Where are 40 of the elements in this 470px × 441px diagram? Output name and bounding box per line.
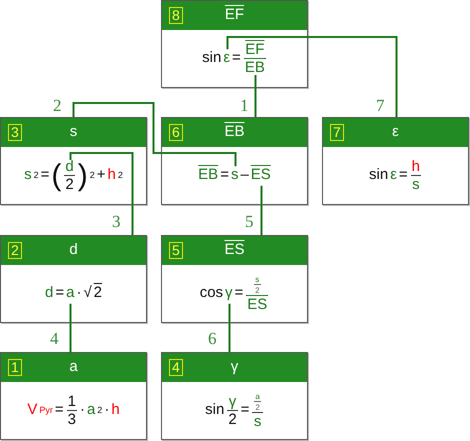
step-number-badge: 7 [330, 124, 344, 141]
edge-label: 2 [53, 97, 62, 115]
step-number-badge: 6 [169, 124, 183, 141]
formula-card [161, 0, 308, 88]
edge-label: 3 [112, 213, 120, 231]
connector-line [70, 304, 72, 352]
edge-label: 1 [240, 97, 248, 115]
edge-label: 4 [50, 330, 58, 348]
step-number-badge: 4 [169, 359, 183, 376]
step-number-badge: 2 [8, 242, 22, 259]
step-number-badge: 8 [169, 7, 183, 24]
connector-line [72, 102, 236, 166]
formula-card [0, 235, 147, 323]
connector-line [260, 186, 262, 235]
connector-line [254, 75, 256, 117]
header-symbol: ES [224, 240, 244, 260]
step-number-badge: 1 [8, 359, 22, 376]
connector-line [226, 36, 398, 117]
formula-card [161, 352, 308, 440]
header-symbol: γ [230, 357, 238, 378]
formula-card [322, 117, 469, 205]
edge-label: 7 [376, 97, 384, 115]
header-symbol: s [70, 122, 78, 142]
edge-label: 5 [245, 213, 254, 231]
formula-card [0, 352, 147, 440]
formula: EB=s–ES [197, 165, 272, 186]
connector-line [70, 152, 134, 235]
header-symbol: d [69, 240, 78, 260]
header-symbol: a [69, 357, 78, 378]
step-number-badge: 5 [169, 242, 183, 259]
header-symbol: EB [224, 122, 244, 142]
formula-card [0, 117, 147, 205]
formula: d=a·√2 [44, 283, 104, 304]
header-symbol: EF [224, 5, 244, 26]
header-symbol: ε [392, 122, 399, 142]
connector-line [228, 304, 230, 352]
step-number-badge: 3 [8, 124, 22, 141]
formula-card [161, 117, 308, 205]
formula-card [161, 235, 308, 323]
edge-label: 6 [208, 330, 216, 348]
